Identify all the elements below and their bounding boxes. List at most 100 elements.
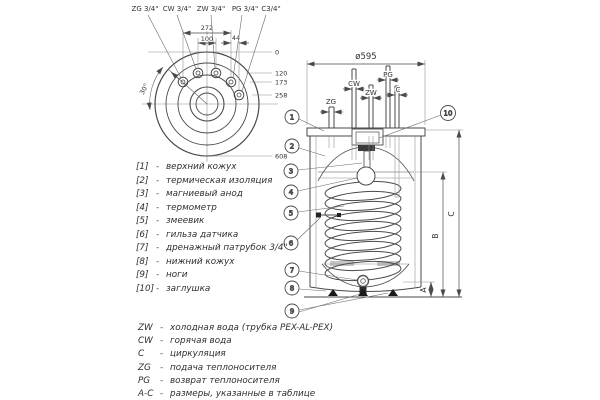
pipe-cw (351, 68, 357, 128)
legend-item-number: [1] (136, 162, 149, 172)
abbreviation-code: ZW (138, 323, 153, 333)
abbreviation-code: PG (138, 375, 151, 386)
abbreviation-text: размеры, указанные в таблице (170, 388, 316, 399)
legend-item: [6]-гильза датчика (136, 230, 288, 244)
pipe-dimensions: ZG CW ZW PG C (320, 70, 408, 115)
callout-5-number: 5 (289, 210, 293, 218)
cap-anode-thermometer (351, 128, 384, 186)
sensor-sleeve (316, 212, 341, 218)
side-view: ø595 (283, 51, 463, 319)
port-cw-icon (192, 67, 204, 79)
callout-2-number: 2 (290, 143, 294, 151)
port-pg-icon (225, 76, 237, 88)
legend-item-text: нижний кожух (166, 256, 235, 267)
abbreviation-item: C-циркуляция (138, 349, 333, 362)
dim-272: 272 (201, 24, 213, 32)
legend-item: [9]-ноги (136, 270, 288, 284)
legend-item: [5]-змеевик (136, 216, 288, 230)
callout-1: 1 (284, 109, 300, 125)
label-pg34: PG 3/4" (232, 5, 258, 13)
legend-item-number: [8] (136, 256, 149, 267)
height-dimensions: C B A (403, 129, 463, 297)
sensor-sleeve-tip (337, 213, 341, 217)
callout-5: 5 (283, 205, 299, 221)
legend-item-dash: - (156, 162, 160, 172)
coil-loop (324, 220, 402, 242)
abbreviation-text: горячая вода (170, 336, 232, 347)
port-c-icon (233, 89, 245, 101)
legend-item-text: термометр (166, 202, 217, 213)
legend-item-text: гильза датчика (166, 229, 239, 240)
legend-item-number: [9] (136, 270, 149, 280)
legend-item-number: [2] (136, 175, 149, 186)
abbreviation-code: A-C (138, 388, 154, 399)
legend-item-dash: - (156, 202, 160, 213)
dim-diameter-595: ø595 (355, 52, 376, 62)
top-view: 272 100 44 0 120 173 258 608 (130, 4, 287, 162)
label-cw34: CW 3/4" (163, 5, 192, 13)
legend-item-number: [5] (136, 216, 149, 226)
abbreviation-code: CW (138, 336, 153, 347)
abbreviations-legend: ZW-холодная вода (трубка PEX-AL-PEX) CW-… (138, 323, 333, 400)
legend-item-dash: - (156, 189, 160, 199)
legend-item-number: [4] (136, 202, 149, 213)
dim-label-b: B (431, 233, 440, 238)
legend-item-text: магниевый анод (166, 189, 243, 199)
coil-loop (324, 230, 402, 252)
dim-label-c: C (447, 211, 456, 216)
legend-item: [1]-верхний кожух (136, 162, 288, 176)
coil-loop (324, 250, 402, 272)
foot-icon (388, 289, 398, 296)
diameter-dimension: ø595 (306, 51, 426, 125)
legend-item-dash: - (156, 283, 160, 294)
abbreviation-dash: - (160, 362, 164, 373)
legend-item-number: [7] (136, 243, 149, 253)
abbreviation-dash: - (160, 388, 164, 399)
callout-9: 9 (284, 303, 300, 319)
abbreviation-dash: - (160, 336, 164, 347)
dim-30deg: 30° (138, 82, 150, 96)
callout-4: 4 (283, 184, 299, 200)
callout-4-number: 4 (289, 189, 294, 197)
coil-loop (324, 200, 402, 222)
level-258: 258 (275, 92, 287, 100)
port-zg-icon (177, 76, 189, 88)
top-view-dimensions: 272 100 44 (183, 23, 249, 46)
legend-item: [8]-нижний кожух (136, 257, 288, 271)
angle-annotation: 30° (137, 66, 208, 111)
legend-item-dash: - (156, 243, 160, 253)
abbreviation-dash: - (160, 349, 164, 360)
callout-balloons: 1 2 3 4 5 6 7 8 9 10 (283, 105, 456, 319)
level-173: 173 (275, 79, 287, 87)
anode-mount (358, 145, 375, 151)
legend-item-number: [3] (136, 189, 149, 199)
abbreviation-dash: - (160, 323, 164, 333)
callout-7: 7 (284, 262, 300, 278)
abbreviation-code: ZG (138, 362, 151, 373)
level-608: 608 (275, 153, 287, 161)
legend-item-dash: - (156, 270, 160, 280)
pipe-zw (368, 84, 374, 128)
sensor-sleeve-end (316, 212, 321, 218)
heating-coil (324, 180, 402, 282)
abbreviation-text: холодная вода (трубка PEX-AL-PEX) (170, 323, 333, 333)
legend-item-dash: - (156, 229, 160, 240)
abbreviation-item: PG-возврат теплоносителя (138, 376, 333, 389)
callout-3: 3 (283, 163, 299, 179)
legend-item-text: ноги (166, 270, 188, 280)
coil-loop (324, 190, 402, 212)
pipe-label-cw: CW (348, 80, 360, 88)
weld-strip-right (377, 261, 400, 266)
top-view-port-labels: ZG 3/4" CW 3/4" ZW 3/4" PG 3/4" C3/4" (130, 4, 282, 14)
weld-strip-left (330, 261, 354, 266)
pipe-label-c: C (396, 86, 401, 94)
legend-item: [7]-дренажный патрубок 3/4" (136, 243, 288, 257)
legend-item: [10]-заглушка (136, 284, 288, 298)
plug-cap-inner (355, 131, 380, 144)
abbreviation-text: циркуляция (170, 349, 226, 360)
abbreviation-text: возврат теплоносителя (170, 375, 280, 386)
legend-item-text: заглушка (166, 283, 211, 294)
parts-legend: [1]-верхний кожух [2]-термическая изоляц… (136, 162, 288, 297)
abbreviation-item: ZW-холодная вода (трубка PEX-AL-PEX) (138, 323, 333, 336)
